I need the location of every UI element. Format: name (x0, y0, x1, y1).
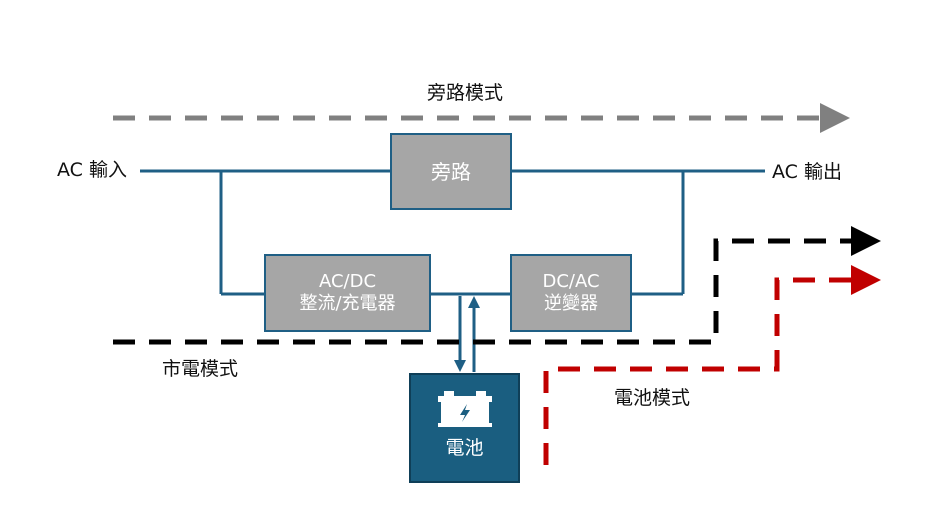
battery-label: 電池 (445, 437, 484, 459)
battery-block: 電池 (409, 373, 520, 483)
rectifier-line2: 整流/充電器 (299, 293, 396, 314)
rectifier-line1: AC/DC (318, 271, 377, 293)
bypass-block-label: 旁路 (431, 159, 471, 184)
power-bus-lines (140, 169, 765, 296)
ac-input-label: AC 輸入 (57, 159, 127, 181)
rectifier-block: AC/DC 整流/充電器 (264, 254, 431, 332)
battery-icon (437, 391, 492, 427)
battery-mode-path (543, 265, 881, 465)
inverter-block: DC/AC 逆變器 (510, 254, 632, 332)
mains-mode-label: 市電模式 (162, 358, 239, 380)
ac-output-label: AC 輸出 (772, 161, 842, 183)
bypass-mode-label: 旁路模式 (427, 82, 504, 104)
inverter-line2: 逆變器 (544, 293, 598, 314)
mains-mode-path (113, 226, 881, 345)
bypass-block: 旁路 (390, 133, 512, 210)
battery-mode-label: 電池模式 (614, 387, 691, 409)
inverter-line1: DC/AC (542, 271, 600, 293)
